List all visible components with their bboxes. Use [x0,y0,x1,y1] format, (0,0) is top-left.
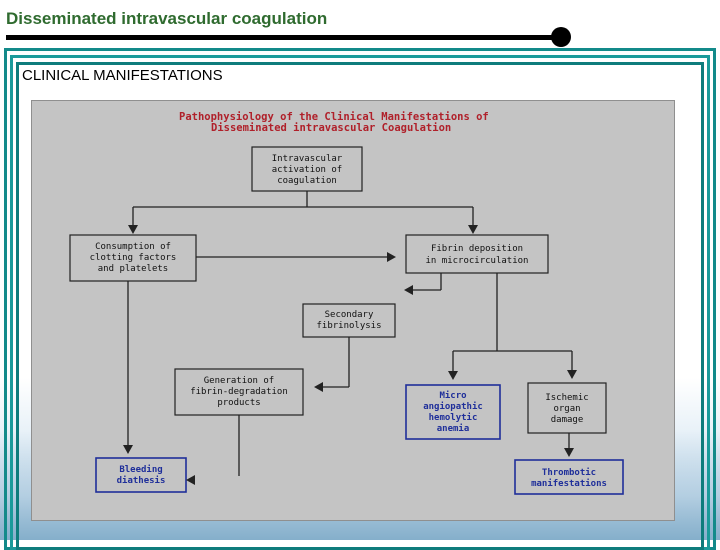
diagram-title-line-1: Pathophysiology of the Clinical Manifest… [179,111,489,123]
node-microangiopathic-box [405,384,501,440]
flowchart-svg: Pathophysiology of the Clinical Manifest… [69,111,624,495]
node-activation-line-1: Intravascular [272,154,343,164]
arrowhead-consumption-to-fibrin [387,252,396,262]
node-secondary-fibrinolysis-line-2: fibrinolysis [316,321,381,331]
node-consumption-line-1: Consumption of [95,242,171,252]
diagram-title-line-2: Disseminated intravascular Coagulation [211,122,451,134]
arrowhead-fdp [314,382,323,392]
node-activation-line-3: coagulation [277,176,337,186]
node-fdp-generation-line-1: Generation of [204,376,274,386]
node-bleeding-line-1: Bleeding [119,464,162,475]
node-fdp-generation-line-3: products [217,398,260,408]
node-ischemic-line-3: damage [551,415,584,425]
arrowhead-fibrin-deposition [468,225,478,234]
node-bleeding-line-2: diathesis [117,475,166,486]
node-consumption-box [69,234,197,282]
node-microangiopathic-line-3: hemolytic [429,412,478,423]
connectors [123,191,577,485]
node-microangiopathic-line-4: anemia [437,423,470,434]
node-fibrin-deposition-box [405,234,549,274]
arrowhead-microangiopathic [448,371,458,380]
node-thrombotic-line-1: Thrombotic [542,467,596,478]
section-heading: CLINICAL MANIFESTATIONS [22,67,223,84]
node-bleeding-box [95,457,187,493]
arrowhead-into-bleeding [186,475,195,485]
node-thrombotic-box [514,459,624,495]
slide-title: Disseminated intravascular coagulation [6,9,328,28]
node-consumption-line-2: clotting factors [90,253,177,263]
node-fibrin-deposition-line-2: in microcirculation [426,256,529,266]
arrowhead-fibrinolysis [404,285,413,295]
pathophysiology-diagram: Pathophysiology of the Clinical Manifest… [31,100,675,521]
node-ischemic-line-2: organ [553,404,580,414]
title-underline [6,35,562,40]
node-microangiopathic-line-1: Micro [439,390,466,401]
node-consumption-line-3: and platelets [98,264,168,274]
arrowhead-consumption [128,225,138,234]
arrowhead-thrombotic [564,448,574,457]
title-bullet-dot [551,27,571,47]
node-fdp-generation-line-2: fibrin-degradation [190,387,288,397]
node-microangiopathic-line-2: angiopathic [423,401,483,412]
node-ischemic-line-1: Ischemic [545,393,588,403]
node-secondary-fibrinolysis-line-1: Secondary [325,310,374,320]
arrowhead-ischemic [567,370,577,379]
arrowhead-bleeding [123,445,133,454]
node-ischemic-box [527,382,607,434]
node-activation-line-2: activation of [272,165,342,175]
node-thrombotic-line-2: manifestations [531,478,607,489]
node-fibrin-deposition-line-1: Fibrin deposition [431,244,523,254]
